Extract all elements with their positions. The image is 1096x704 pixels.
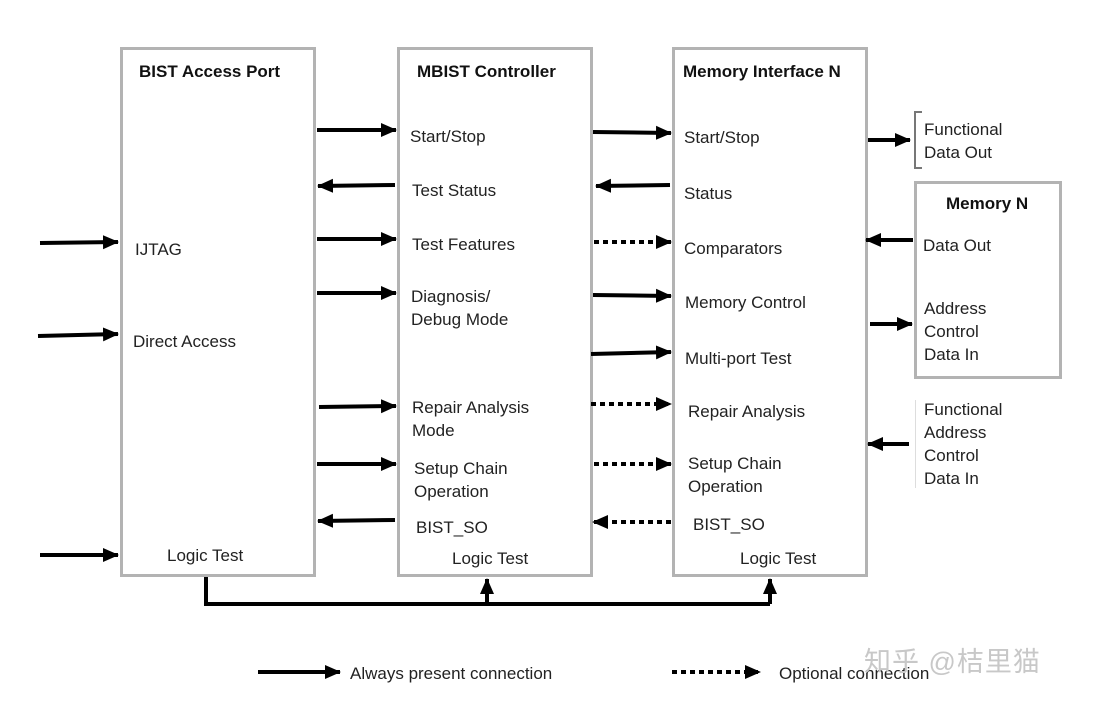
functional-data-out-label: Functional Data Out: [924, 120, 1003, 162]
bap-logic-test-label: Logic Test: [167, 546, 244, 565]
memory-title: Memory N: [946, 194, 1029, 213]
ctrl-logic-test-label: Logic Test: [452, 549, 529, 568]
mi-logic-test-label: Logic Test: [740, 549, 817, 568]
arrow-test-status-back: [317, 178, 396, 193]
ctrl-test-status-label: Test Status: [412, 181, 497, 200]
bist-access-port-block: [120, 47, 316, 577]
functional-inputs-label: Functional Address Control Data In: [924, 400, 1003, 488]
arrow-bap-repair-analysis: [318, 399, 397, 414]
mem-inputs-label: Address Control Data In: [924, 299, 987, 364]
arrow-ijtag-in: [39, 235, 119, 250]
logic-test-bus: [204, 577, 770, 606]
memory-block: [914, 181, 1062, 379]
memory-interface-title: Memory Interface N: [683, 62, 841, 81]
arrow-ctrl-multi-port: [590, 345, 672, 360]
mi-multi-port-test-label: Multi-port Test: [685, 349, 792, 368]
mi-bist-so-label: BIST_SO: [693, 515, 765, 534]
ctrl-bist-so-label: BIST_SO: [416, 518, 488, 537]
arrow-direct-access-in: [37, 327, 119, 342]
mem-data-out-label: Data Out: [923, 236, 992, 255]
arrow-status-back: [595, 178, 671, 193]
legend-solid-label: Always present connection: [350, 664, 553, 683]
legend-dotted-label: Optional connection: [779, 664, 930, 683]
mi-memory-control-label: Memory Control: [685, 293, 806, 312]
arrow-ctrl-memory-control: [592, 288, 672, 303]
ijtag-label: IJTAG: [135, 240, 182, 259]
mi-setup-chain-label: Setup Chain Operation: [688, 454, 782, 496]
mi-status-label: Status: [684, 184, 733, 203]
mbist-controller-block: [397, 47, 593, 577]
bist-access-port-title: BIST Access Port: [139, 62, 281, 81]
arrow-bist-so-back: [317, 513, 396, 528]
watermark-text: 知乎 @桔里猫: [864, 647, 1041, 677]
ctrl-test-features-label: Test Features: [412, 235, 515, 254]
mi-comparators-label: Comparators: [684, 239, 783, 258]
mi-repair-analysis-label: Repair Analysis: [688, 402, 806, 421]
arrow-ctrl-start-stop: [592, 125, 672, 140]
ctrl-repair-analysis-label: Repair Analysis Mode: [412, 398, 530, 440]
ctrl-start-stop-label: Start/Stop: [410, 127, 486, 146]
ctrl-diagnosis-label: Diagnosis/ Debug Mode: [411, 287, 509, 329]
mi-start-stop-label: Start/Stop: [684, 128, 760, 147]
direct-access-label: Direct Access: [133, 332, 236, 351]
memory-interface-block: [672, 47, 868, 577]
functional-inputs-bracket: [915, 400, 916, 488]
functional-data-out-bracket: [914, 111, 922, 169]
mbist-controller-title: MBIST Controller: [417, 62, 556, 81]
ctrl-setup-chain-label: Setup Chain Operation: [414, 459, 508, 501]
